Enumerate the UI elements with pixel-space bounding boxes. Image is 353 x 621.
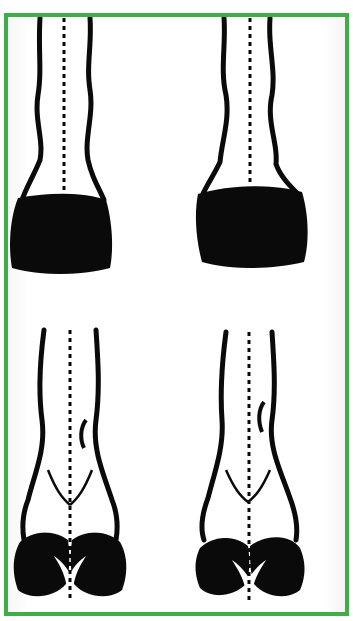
leg-outline-left	[22, 18, 41, 200]
panel-top-left	[10, 18, 112, 274]
leg-outline-left	[202, 18, 227, 196]
vessel-mark	[81, 420, 86, 448]
leg-outline-left	[202, 332, 226, 540]
heel-bulbs	[196, 538, 250, 595]
leg-outline-right	[87, 18, 104, 200]
leg-outline-right	[271, 332, 296, 540]
leg-outline-left	[23, 330, 44, 540]
hoof-wall	[10, 194, 112, 274]
hoof-wall	[196, 186, 308, 268]
vessel-mark	[259, 402, 264, 432]
panel-bottom-right	[196, 332, 305, 600]
panel-top-right	[196, 18, 308, 268]
panel-bottom-left	[14, 330, 127, 600]
leg-outline-right	[95, 330, 117, 540]
leg-outline-right	[270, 18, 298, 194]
